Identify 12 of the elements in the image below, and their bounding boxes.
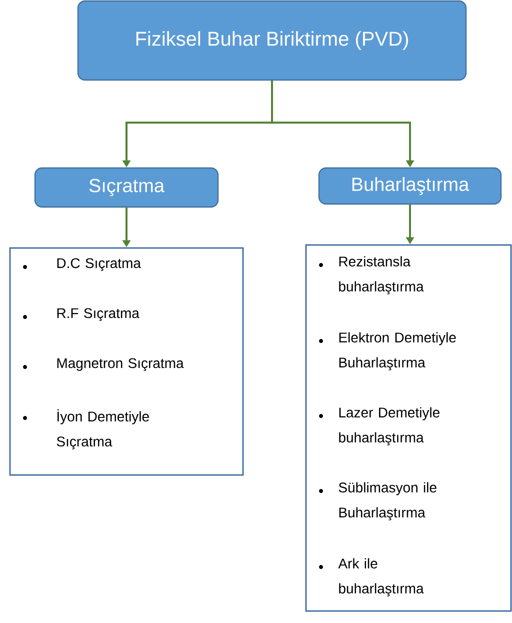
list-item: R.F Sıçratma bbox=[23, 308, 140, 321]
list-item: D.C Sıçratma bbox=[23, 258, 141, 271]
list-item: Elektron Demetiyle Buharlaştırma bbox=[319, 332, 456, 370]
list-item: Ark ile buharlaştırma bbox=[319, 558, 424, 596]
process-box: Sıçratma bbox=[34, 167, 219, 208]
list-item: Lazer Demetiyle buharlaştırma bbox=[319, 407, 440, 446]
list-item: Rezistansla buharlaştırma bbox=[319, 256, 424, 294]
process-box: Fiziksel Buhar Biriktirme (PVD) bbox=[77, 0, 467, 81]
process-box: Buharlaştırma bbox=[318, 167, 502, 205]
list-item: Magnetron Sıçratma bbox=[23, 358, 184, 371]
list-item: İyon Demetiyle Sıçratma bbox=[23, 409, 149, 450]
list-item: Süblimasyon ile Buharlaştırma bbox=[319, 482, 436, 520]
